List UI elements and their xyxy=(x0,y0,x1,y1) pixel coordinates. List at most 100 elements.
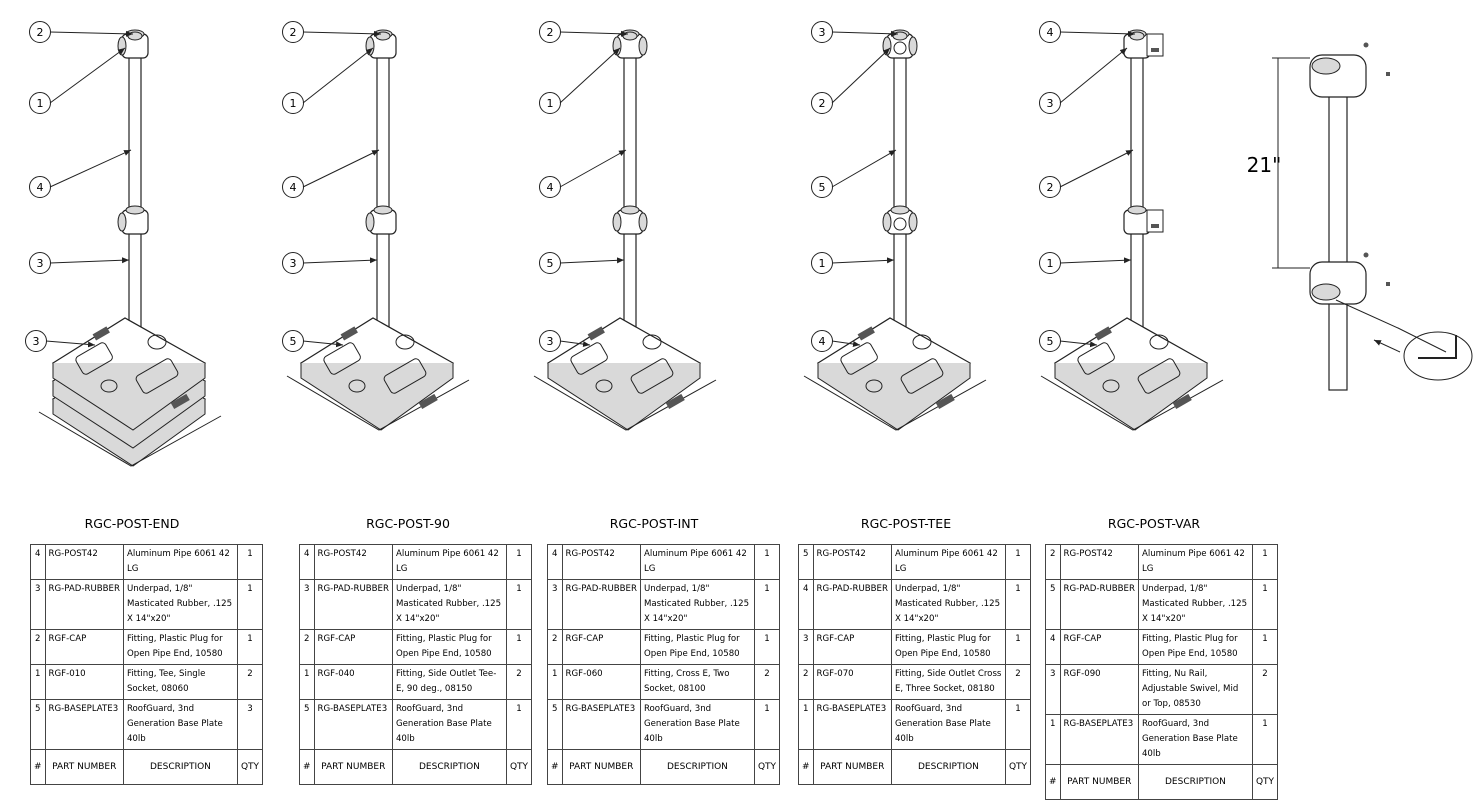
header-part-number: PART NUMBER xyxy=(44,749,124,785)
base-pocket xyxy=(1077,342,1115,375)
part-description: Underpad, 1/8" Masticated Rubber, .125 X… xyxy=(1137,579,1253,630)
callout-number: 1 xyxy=(547,97,554,110)
quantity: 1 xyxy=(505,629,533,665)
aluminum-post xyxy=(376,39,390,341)
callout-number: 5 xyxy=(290,335,297,348)
part-number: RG-BASEPLATE3 xyxy=(561,699,641,750)
base-label-plate xyxy=(587,326,605,341)
base-label-plate xyxy=(857,326,875,341)
bom-title-3: RGC-POST-TEE xyxy=(860,516,952,531)
base-hole xyxy=(100,379,118,393)
item-number: 5 xyxy=(1045,579,1061,630)
part-description: Aluminum Pipe 6061 42 LG xyxy=(391,544,507,580)
header-number: # xyxy=(798,749,814,785)
callout-number: 3 xyxy=(547,335,554,348)
leader-line xyxy=(1059,257,1132,264)
quantity: 1 xyxy=(1251,629,1279,665)
quantity: 1 xyxy=(1004,699,1032,750)
item-number: 2 xyxy=(30,629,46,665)
base-hole xyxy=(912,334,932,350)
base-pocket xyxy=(900,358,944,394)
detail-socket xyxy=(1311,283,1341,301)
header-number: # xyxy=(299,749,315,785)
header-qty: QTY xyxy=(753,749,781,785)
header-part-number: PART NUMBER xyxy=(1059,764,1139,800)
aluminum-post xyxy=(1130,39,1144,341)
base-hole xyxy=(865,379,883,393)
dimension-label: 21" xyxy=(1247,153,1282,177)
swivel-bracket xyxy=(1146,33,1164,57)
rubber-pad-edge xyxy=(38,411,222,467)
pipe-cap xyxy=(892,31,908,41)
quantity: 1 xyxy=(505,579,533,630)
base-label-plate xyxy=(665,393,685,409)
callout-number: 2 xyxy=(1047,181,1054,194)
leader-line xyxy=(302,149,380,188)
base-pocket xyxy=(75,342,113,375)
base-hole xyxy=(1102,379,1120,393)
detail-screw xyxy=(1386,72,1390,76)
base-pocket xyxy=(840,342,878,375)
quantity: 1 xyxy=(1251,579,1279,630)
leader-line xyxy=(49,47,126,104)
item-number: 4 xyxy=(798,579,814,630)
detail-socket xyxy=(1311,57,1341,75)
quantity: 1 xyxy=(1004,544,1032,580)
item-number: 1 xyxy=(1045,714,1061,765)
base-plate-side xyxy=(300,363,454,431)
part-number: RG-POST42 xyxy=(561,544,641,580)
fitting-socket xyxy=(908,212,918,232)
fitting-socket xyxy=(890,205,910,215)
leader-line xyxy=(49,257,130,264)
quantity: 1 xyxy=(505,699,533,750)
fitting-socket xyxy=(612,36,622,56)
part-number: RGF-CAP xyxy=(313,629,393,665)
callout-number: 4 xyxy=(547,181,554,194)
fitting-socket xyxy=(373,205,393,215)
base-hole xyxy=(595,379,613,393)
part-description: Underpad, 1/8" Masticated Rubber, .125 X… xyxy=(391,579,507,630)
item-number: 2 xyxy=(798,664,814,700)
base-label-plate xyxy=(418,393,438,409)
item-number: 5 xyxy=(30,699,46,750)
part-description: Fitting, Side Outlet Cross E, Three Sock… xyxy=(890,664,1006,700)
leader-line xyxy=(1059,30,1136,37)
callout-number: 5 xyxy=(1047,335,1054,348)
leader-line xyxy=(302,340,344,348)
part-description: RoofGuard, 3nd Generation Base Plate 40l… xyxy=(1137,714,1253,765)
item-number: 2 xyxy=(1045,544,1061,580)
part-description: Aluminum Pipe 6061 42 LG xyxy=(890,544,1006,580)
header-description: DESCRIPTION xyxy=(639,749,755,785)
part-number: RGF-060 xyxy=(561,664,641,700)
detail-circle xyxy=(1403,331,1473,381)
part-description: Fitting, Plastic Plug for Open Pipe End,… xyxy=(122,629,238,665)
quantity: 2 xyxy=(1251,664,1279,715)
part-description: Underpad, 1/8" Masticated Rubber, .125 X… xyxy=(639,579,755,630)
base-pocket xyxy=(570,342,608,375)
item-number: 3 xyxy=(547,579,563,630)
leader-line xyxy=(1059,47,1128,104)
detail-screw xyxy=(1386,282,1390,286)
base-plate-side xyxy=(52,363,206,431)
callout-number: 5 xyxy=(547,257,554,270)
base-hole xyxy=(348,379,366,393)
part-description: Underpad, 1/8" Masticated Rubber, .125 X… xyxy=(122,579,238,630)
part-description: Underpad, 1/8" Masticated Rubber, .125 X… xyxy=(890,579,1006,630)
part-number: RGF-070 xyxy=(812,664,892,700)
item-number: 5 xyxy=(798,544,814,580)
bom-title-1: RGC-POST-90 xyxy=(366,516,450,531)
header-description: DESCRIPTION xyxy=(890,749,1006,785)
part-number: RG-PAD-RUBBER xyxy=(561,579,641,630)
